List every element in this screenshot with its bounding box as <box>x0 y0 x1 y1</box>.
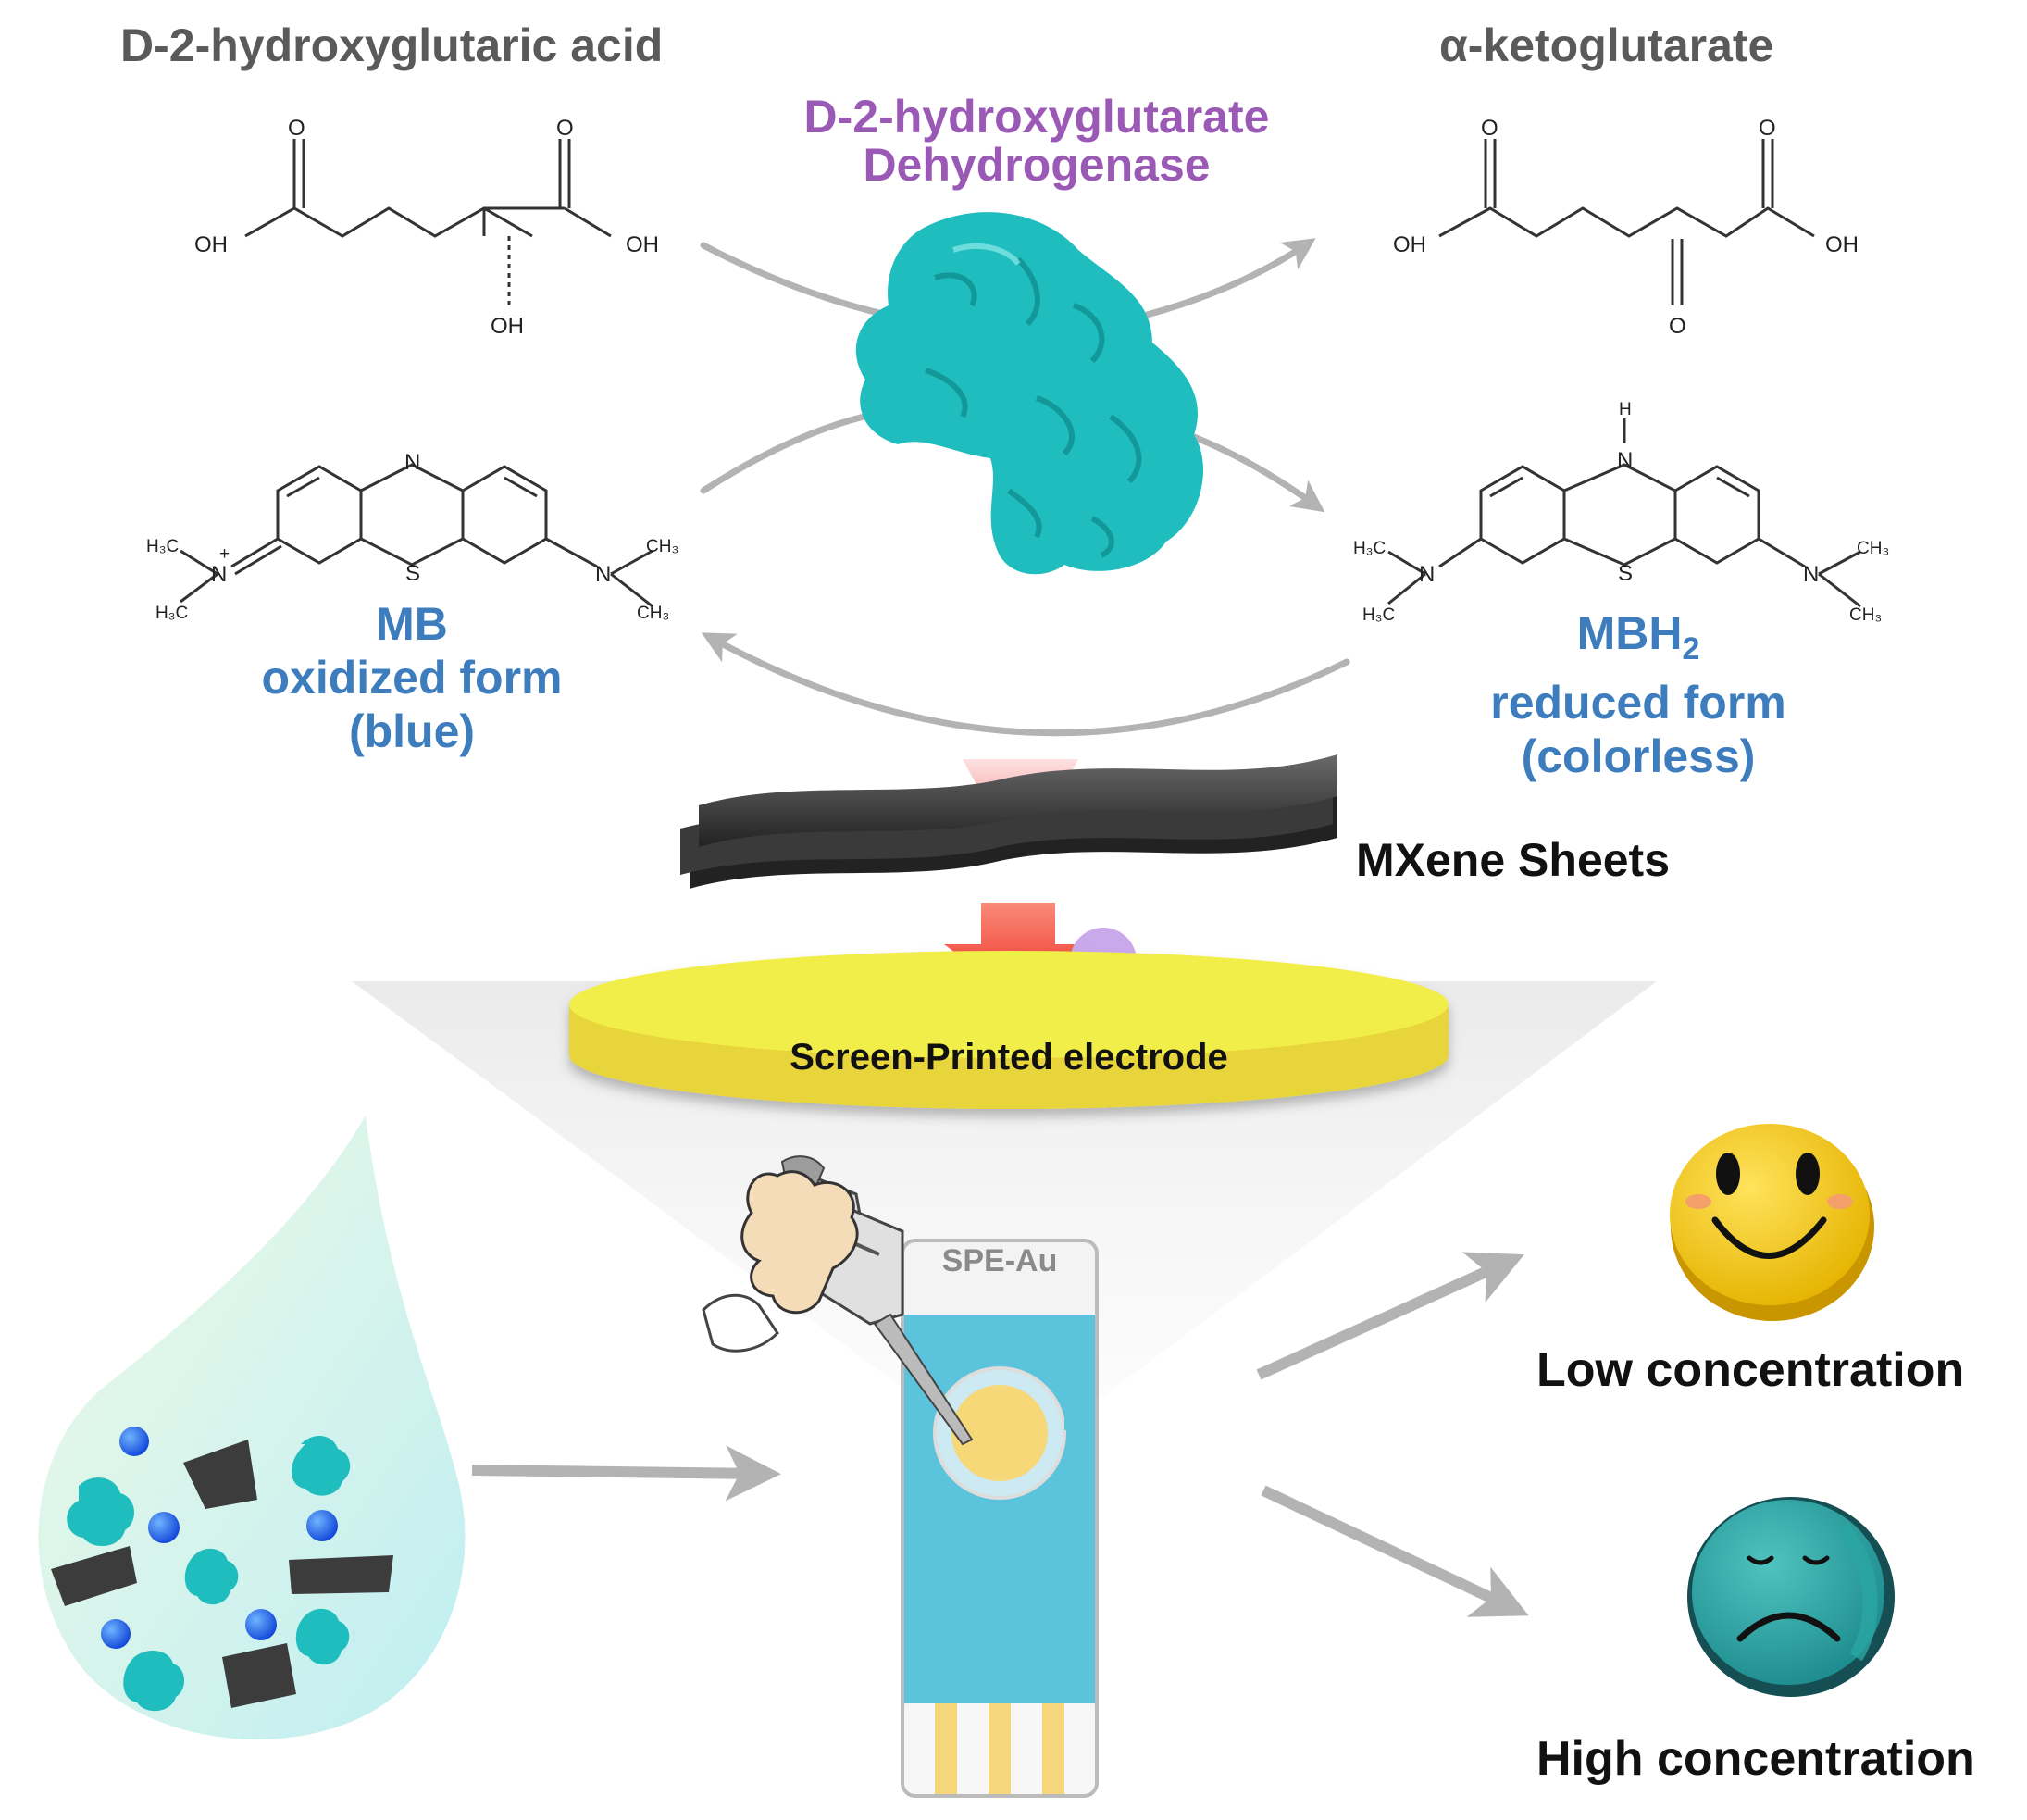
atom-o-3: O <box>1481 116 1498 141</box>
substrate-title: D-2-hydroxyglutaric acid <box>120 19 664 71</box>
atom-ch3-4: CH₃ <box>1849 605 1882 625</box>
high-concentration-label: High concentration <box>1536 1732 1975 1786</box>
mbh2-structure <box>1387 418 1861 608</box>
atom-o-5: O <box>1669 314 1686 339</box>
arrow-to-high <box>1261 1485 1529 1617</box>
mb-desc-2: (blue) <box>348 705 476 757</box>
atom-ch3-1: CH₃ <box>646 537 678 556</box>
atom-h3c-2: H₃C <box>155 604 188 623</box>
mxene-sheets <box>680 754 1337 889</box>
mbh2-desc-1: reduced form <box>1490 677 1786 729</box>
enzyme-name: D-2-hydroxyglutarate Dehydrogenase <box>713 93 1361 189</box>
atom-ch3-3: CH₃ <box>1857 539 1889 558</box>
mbh2-label: MBH2 reduced form (colorless) <box>1425 606 1851 783</box>
arrow-to-low <box>1256 1252 1524 1380</box>
atom-oh-2: OH <box>626 232 659 257</box>
smiley-face-icon <box>1670 1124 1874 1321</box>
mxene-label: MXene Sheets <box>1356 834 1671 886</box>
sad-face-icon <box>1687 1497 1895 1697</box>
enzyme-particles <box>67 1435 351 1712</box>
atom-n-3: N <box>595 562 611 587</box>
atom-ch3-2: CH₃ <box>637 604 669 623</box>
droplet-to-chip-arrow <box>471 1445 781 1502</box>
mbh2-name: MBH2 <box>1425 606 1851 676</box>
atom-h: H <box>1619 400 1632 419</box>
atom-h3c-4: H₃C <box>1362 605 1395 625</box>
mbh2-name-sub: 2 <box>1682 631 1700 667</box>
atom-h3c-3: H₃C <box>1353 539 1386 558</box>
enzyme-name-line2: Dehydrogenase <box>863 139 1211 191</box>
spe-chip <box>901 1239 1099 1798</box>
chip-label: SPE-Au <box>941 1243 1058 1278</box>
atom-s-2: S <box>1618 561 1633 586</box>
sample-droplet <box>38 1116 466 1740</box>
atom-n-5: N <box>1419 562 1435 587</box>
atom-n-6: N <box>1803 562 1819 587</box>
atom-n-1: N <box>404 450 420 475</box>
mb-structure <box>180 463 653 608</box>
mb-molecule-particles <box>101 1427 338 1649</box>
akg-structure <box>1438 139 1815 305</box>
low-concentration-label: Low concentration <box>1536 1343 1965 1397</box>
atom-o-4: O <box>1759 116 1776 141</box>
mxene-flakes <box>51 1440 393 1708</box>
electrode-label: Screen-Printed electrode <box>790 1037 1228 1078</box>
enzyme-protein <box>855 212 1203 575</box>
mb-label: MB oxidized form (blue) <box>218 597 606 758</box>
atom-h3c-1: H₃C <box>146 537 179 556</box>
atom-n-2: N <box>211 562 227 587</box>
mb-desc-1: oxidized form <box>261 652 563 704</box>
atom-o-1: O <box>288 116 305 141</box>
product-title: α-ketoglutarate <box>1439 19 1774 71</box>
atom-oh-5: OH <box>1825 232 1859 257</box>
atom-n-4: N <box>1617 448 1633 473</box>
atom-o-2: O <box>556 116 574 141</box>
atom-oh-4: OH <box>1393 232 1426 257</box>
enzyme-name-line1: D-2-hydroxyglutarate <box>803 91 1270 143</box>
mbh2-name-main: MBH <box>1576 607 1683 659</box>
hand <box>702 1170 859 1353</box>
atom-oh-3: OH <box>491 314 524 339</box>
atom-oh-1: OH <box>194 232 228 257</box>
mbh2-desc-2: (colorless) <box>1521 730 1756 782</box>
atom-plus: + <box>219 544 230 564</box>
electrode-disk <box>569 951 1449 1109</box>
mb-name: MB <box>376 598 448 650</box>
d2hg-structure <box>244 139 612 305</box>
atom-s-1: S <box>405 561 420 586</box>
